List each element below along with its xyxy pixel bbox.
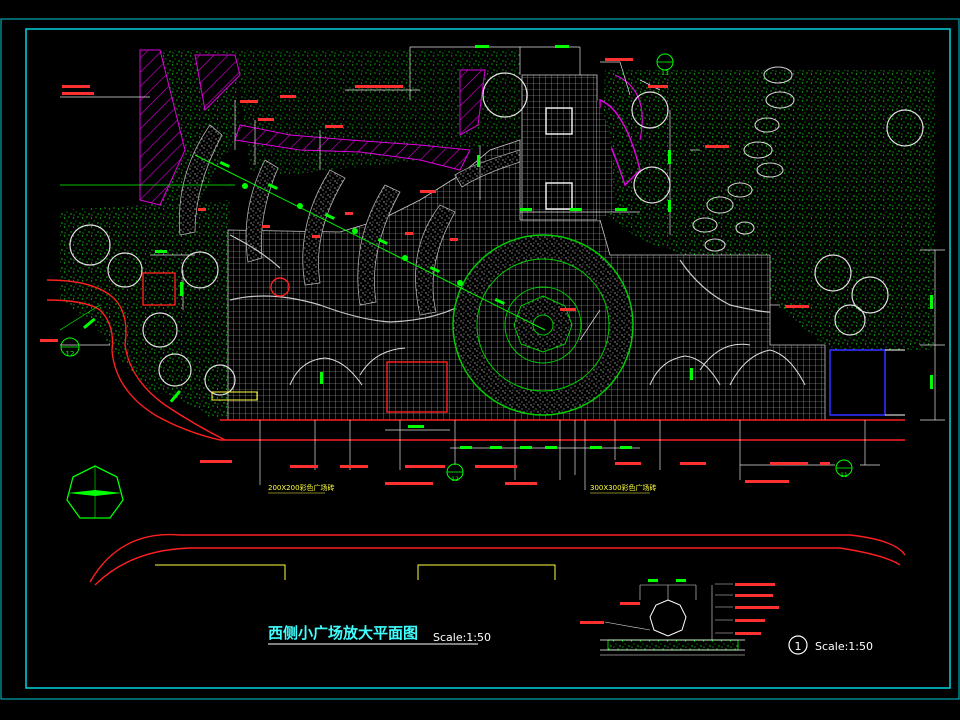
paving-label-200: 200X200彩色广场砖: [268, 483, 335, 492]
detail-section: [580, 579, 779, 656]
annotation-marks: [40, 45, 933, 485]
red-features: [46, 272, 906, 586]
callout-12-bottom-label: 12: [451, 476, 459, 483]
stepping-stones: [692, 66, 795, 252]
fan-plant-beds: [289, 343, 806, 386]
tree-symbols: [69, 72, 924, 396]
callout-11: 11: [835, 459, 853, 479]
callout-13: 13: [656, 53, 674, 77]
callout-11-label: 11: [840, 472, 848, 479]
inner-frame: [25, 28, 951, 689]
detail-number: 1: [795, 640, 802, 653]
drawing-title-block: 西侧小广场放大平面图 Scale:1:50: [268, 624, 491, 645]
circular-planter: [452, 234, 634, 416]
entrance-structure: [829, 349, 905, 416]
callout-12-bottom: 12: [446, 463, 464, 483]
curved-lines: [229, 234, 771, 323]
north-arrow-icon: [66, 465, 124, 519]
tree-symbol-icon: [649, 599, 687, 637]
hedge-centerline: [59, 154, 546, 331]
callout-12-left-label: 12: [66, 350, 75, 358]
drawing-title: 西侧小广场放大平面图: [268, 624, 418, 642]
callout-marks: 13 12 12 11: [60, 53, 853, 483]
paving-label-300: 300X300彩色广场砖: [590, 483, 657, 492]
pedestals: [545, 107, 573, 210]
drawing-title-scale: Scale:1:50: [433, 631, 491, 644]
callout-12-left: 12: [60, 337, 80, 358]
detail-callout: 1 Scale:1:50: [788, 635, 873, 655]
retaining-walls: [139, 49, 643, 206]
outer-frame: [0, 18, 960, 700]
yellow-lines: [155, 391, 556, 580]
callout-13-label: 13: [661, 70, 669, 77]
detail-scale: Scale:1:50: [815, 640, 873, 653]
